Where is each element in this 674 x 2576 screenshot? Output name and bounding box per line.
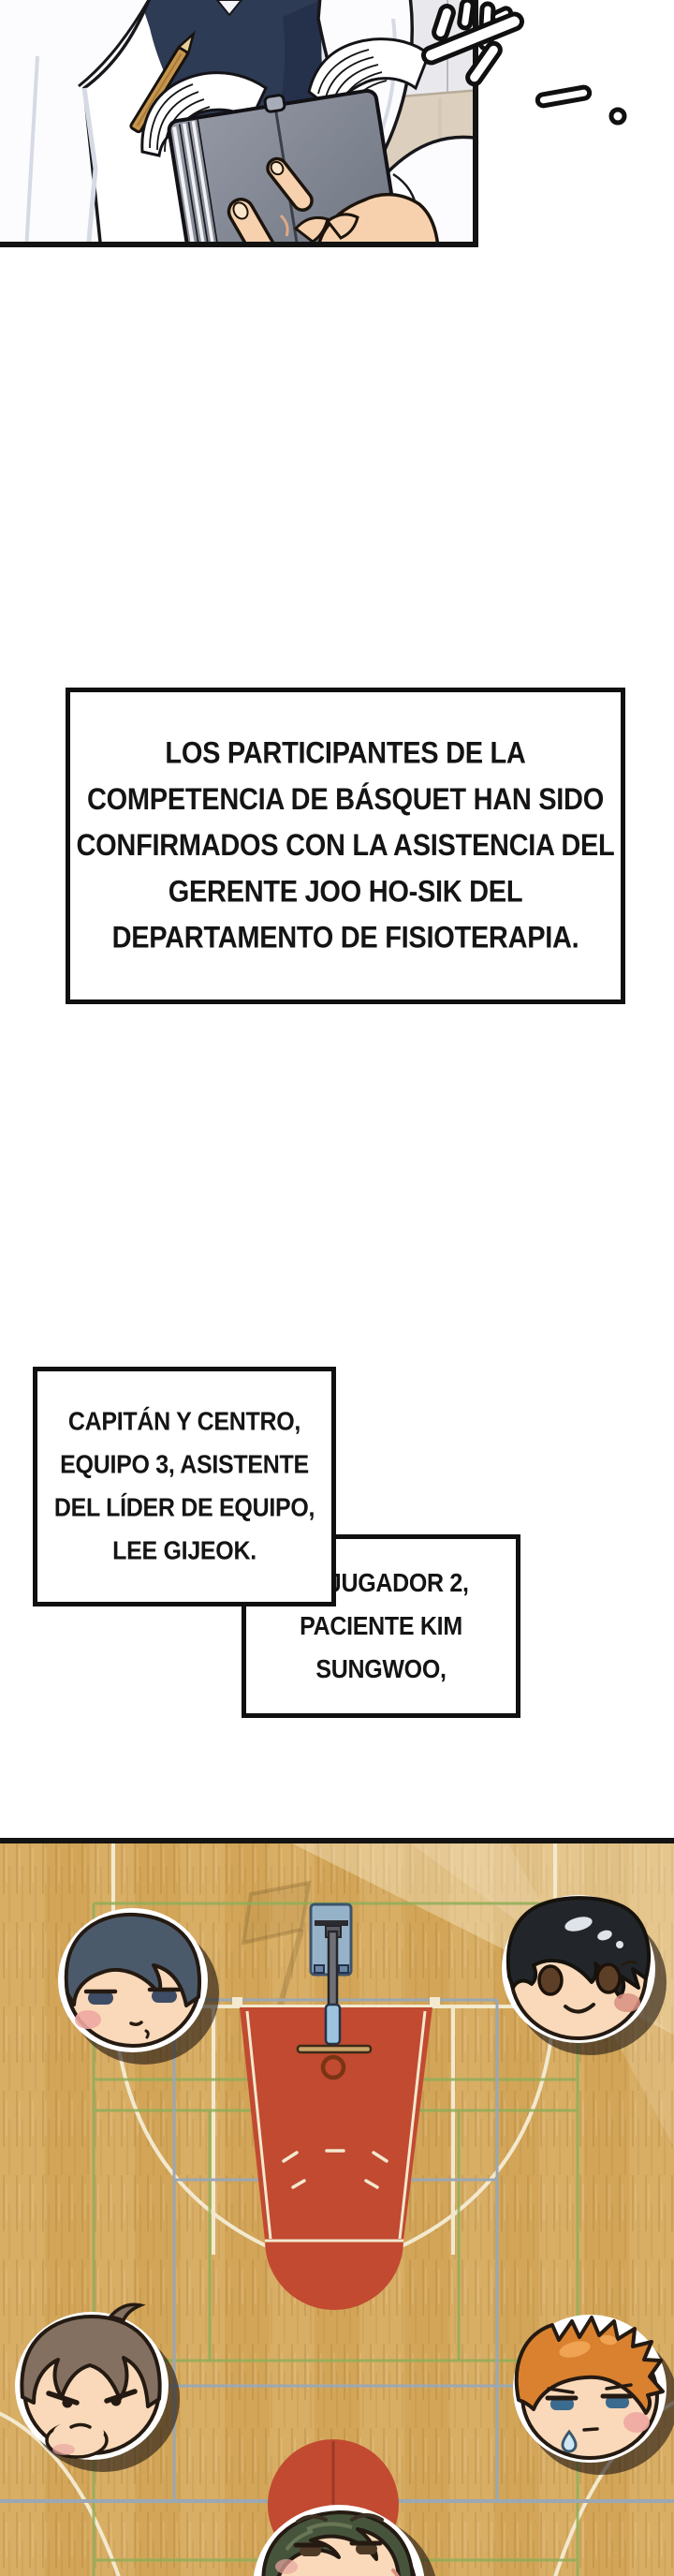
sleepy-eyes: [83, 1987, 182, 2005]
caption-line: CAPITÁN Y CENTRO,: [67, 1406, 301, 1437]
blush: [75, 2010, 101, 2029]
player-head-orange-deadpan: [513, 2315, 674, 2475]
deadpan-eyes: [545, 2383, 634, 2410]
caption-box-announcement: LOS PARTICIPANTES DE LA COMPETENCIA DE B…: [66, 688, 625, 1004]
sfx-swish-strokes: [420, 0, 525, 87]
coat-left: [0, 0, 152, 247]
round-eyes: [537, 1960, 637, 1996]
caption-line: EQUIPO 3, ASISTENTE: [60, 1449, 309, 1480]
caption-line: LOS PARTICIPANTES DE LA: [165, 736, 526, 771]
blush: [623, 2412, 650, 2433]
caption-line: PACIENTE KIM: [300, 1610, 462, 1641]
caption-box-captain: CAPITÁN Y CENTRO, EQUIPO 3, ASISTENTE DE…: [33, 1367, 336, 1606]
hoop-shadow: [241, 1880, 312, 2041]
hoop-rim: [320, 2054, 346, 2080]
raised-brows: [296, 2513, 384, 2524]
mouth: [129, 2021, 143, 2027]
page-edge-stripes: [172, 119, 225, 247]
caption-line: DEPARTAMENTO DE FISIOTERAPIA.: [111, 921, 579, 955]
caption-line: LEE GIJEOK.: [112, 1535, 256, 1565]
key-paint-area: [232, 1997, 440, 2310]
therapist-figure: [0, 0, 478, 247]
hand: [227, 156, 440, 247]
caption-line: GERENTE JOO HO-SIK DEL: [168, 875, 523, 910]
caption-line: DEL LÍDER DE EQUIPO,: [53, 1492, 315, 1523]
panel-therapist-notebook: [0, 0, 627, 247]
player-head-olive-tired: [253, 2505, 436, 2576]
hair-brown: [20, 2315, 162, 2408]
caption-line: COMPETENCIA DE BÁSQUET HAN SIDO: [87, 782, 604, 817]
free-throw-hash-marks: [282, 2149, 388, 2189]
player-head-brown-annoyed: [15, 2302, 180, 2472]
sfx-dash-and-dot: [535, 84, 627, 126]
pout-mouth: [69, 2422, 92, 2429]
panel-border-top: [0, 1838, 674, 1843]
sweat-drop: [561, 2429, 578, 2453]
hair-slate: [64, 1912, 202, 2007]
blush: [614, 1993, 640, 2012]
player-head-slate-sleepy: [58, 1908, 219, 2065]
smile-mouth: [564, 2003, 595, 2014]
player-head-black-cheerful: [502, 1895, 667, 2055]
tired-eyes: [293, 2540, 383, 2556]
caption-line: CONFIRMADOS CON LA ASISTENCIA DEL: [76, 829, 615, 863]
hair-orange: [514, 2316, 665, 2415]
blush: [275, 2559, 298, 2574]
blush: [52, 2444, 75, 2455]
panel-basketball-court: [0, 1838, 674, 2576]
flat-mouth: [582, 2427, 599, 2432]
basketball-hoop: [296, 1902, 373, 2080]
caption-line: SUNGWOO,: [315, 1653, 447, 1684]
pencil: [129, 30, 196, 134]
annoyed-eyes: [46, 2389, 138, 2408]
